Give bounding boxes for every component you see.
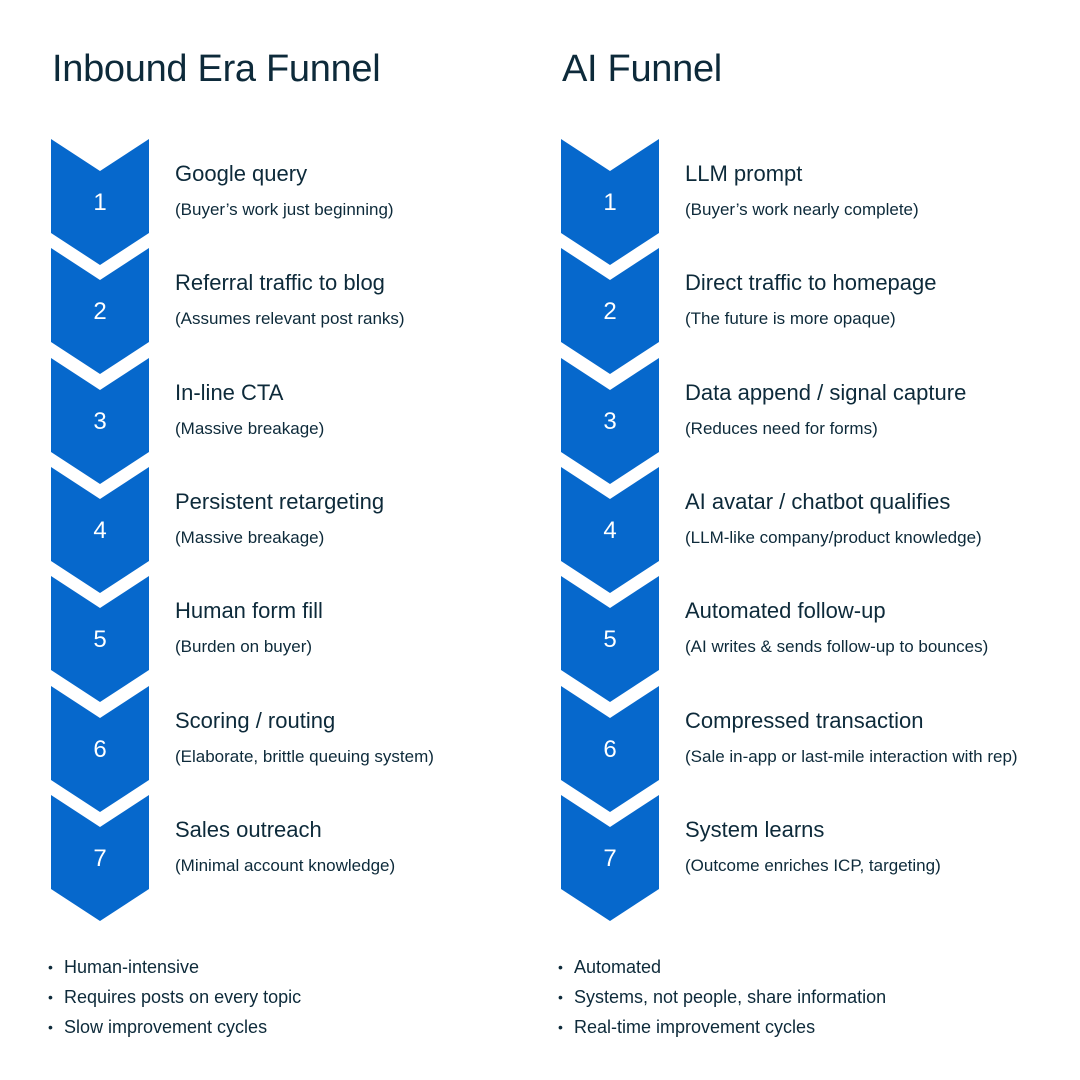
step-number: 4 [93,516,107,544]
step-number: 2 [603,298,617,326]
chevron-step-1: 1 [51,139,149,265]
step-number: 4 [603,516,617,544]
chevron-arrow-icon [561,248,659,375]
step-number: 6 [603,735,617,763]
step-subtitle: (Assumes relevant post ranks) [175,309,405,329]
chevron-arrow-icon [51,466,149,593]
step-subtitle: (Massive breakage) [175,418,325,438]
step-subtitle: (The future is more opaque) [685,309,896,329]
chevron-arrow-icon [561,576,659,703]
chevron-step-3: 3 [51,357,149,484]
step-title: LLM prompt [685,161,803,186]
bullet-text: Automated [574,957,662,977]
step-title: In-line CTA [175,379,284,405]
step-number: 5 [93,626,107,654]
bullet-dot-icon: • [558,959,563,975]
summary-bullet: • Real-time improvement cycles [558,1012,886,1042]
step-title: Sales outreach [175,816,322,842]
summary-bullet: • Slow improvement cycles [48,1012,301,1042]
step-title: Referral traffic to blog [175,270,385,296]
step-title: Data append / signal capture [685,379,967,405]
step-title: Automated follow-up [685,598,886,624]
chevron-step-5: 5 [51,576,149,703]
step-subtitle: (Buyer’s work just beginning) [175,200,394,219]
chevron-step-3: 3 [561,357,659,484]
bullet-text: Systems, not people, share information [574,987,887,1007]
chevron-arrow-icon [51,685,149,812]
bullet-dot-icon: • [48,989,53,1005]
chevron-step-2: 2 [51,248,149,375]
bullet-text: Slow improvement cycles [64,1017,268,1037]
chevron-step-2: 2 [561,248,659,375]
step-subtitle: (Outcome enriches ICP, targeting) [685,855,941,875]
chevron-step-4: 4 [561,466,659,593]
chevron-arrow-icon [561,685,659,812]
chevron-arrow-icon [561,466,659,593]
step-title: Direct traffic to homepage [685,270,937,296]
step-subtitle: (AI writes & sends follow-up to bounces) [685,637,989,657]
funnel-title: Inbound Era Funnel [52,48,381,90]
step-number: 1 [93,189,107,216]
step-number: 6 [93,735,107,763]
chevron-arrow-icon [51,576,149,703]
chevron-step-7: 7 [51,794,149,921]
chevron-step-1: 1 [561,139,659,265]
bullet-dot-icon: • [48,1019,53,1035]
summary-bullet-list: • Human-intensive • Requires posts on every… [48,952,301,1042]
bullet-text: Requires posts on every topic [64,987,302,1007]
chevron-arrow-icon [561,357,659,484]
summary-bullet-list: • Automated • Systems, not people, share in… [558,952,886,1042]
step-subtitle: (Minimal account knowledge) [175,855,396,875]
bullet-dot-icon: • [48,959,53,975]
step-subtitle: (Buyer’s work nearly complete) [685,200,919,219]
step-subtitle: (Sale in-app or last-mile interaction wi… [685,746,1018,766]
step-title: AI avatar / chatbot qualifies [685,488,951,514]
step-subtitle: (LLM-like company/product knowledge) [685,527,982,547]
chevron-arrow-icon [51,248,149,375]
step-title: Compressed transaction [685,707,924,733]
summary-bullet: • Human-intensive [48,952,301,982]
bullet-dot-icon: • [558,989,563,1005]
chevron-arrow-icon [51,357,149,484]
step-number: 7 [603,844,617,872]
step-title: Human form fill [175,598,323,624]
step-number: 7 [93,844,107,872]
step-number: 3 [603,407,617,435]
summary-bullet: • Systems, not people, share information [558,982,886,1012]
chevron-arrow-icon [561,794,659,921]
step-title: Persistent retargeting [175,488,385,514]
step-title: System learns [685,816,825,842]
bullet-text: Human-intensive [64,957,200,977]
bullet-dot-icon: • [558,1019,563,1035]
chevron-arrow-icon [561,139,659,265]
step-subtitle: (Massive breakage) [175,527,325,547]
step-number: 1 [603,189,617,216]
chevron-arrow-icon [51,139,149,265]
step-subtitle: (Reduces need for forms) [685,418,878,438]
step-title: Scoring / routing [175,707,336,733]
step-subtitle: (Burden on buyer) [175,637,313,657]
chevron-step-6: 6 [561,685,659,812]
summary-bullet: • Automated [558,952,886,982]
step-number: 3 [93,407,107,435]
step-subtitle: (Elaborate, brittle queuing system) [175,746,434,766]
bullet-text: Real-time improvement cycles [574,1017,816,1037]
chevron-step-5: 5 [561,576,659,703]
step-number: 5 [603,626,617,654]
chevron-arrow-icon [51,794,149,921]
summary-bullet: • Requires posts on every topic [48,982,301,1012]
step-number: 2 [93,298,107,326]
inbound-era-funnel: Inbound Era Funnel 1 Google query (Buyer’s … [48,48,434,1042]
step-title: Google query [175,161,308,186]
chevron-step-7: 7 [561,794,659,921]
chevron-step-4: 4 [51,466,149,593]
ai-funnel: AI Funnel 1 LLM prompt (Buyer’s work nearly… [510,0,1050,1080]
chevron-step-6: 6 [51,685,149,812]
funnel-title: AI Funnel [562,48,722,90]
